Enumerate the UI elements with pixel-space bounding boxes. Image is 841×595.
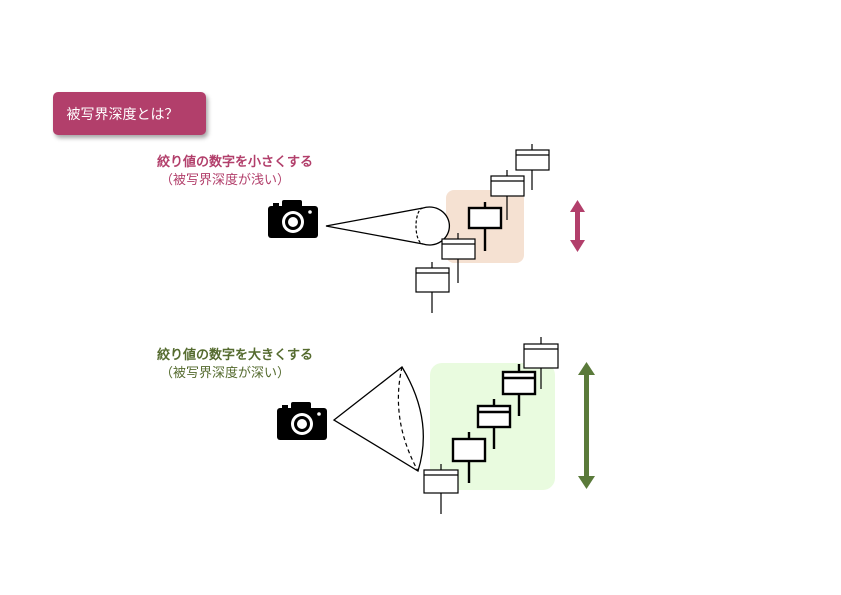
- deep-cone: [332, 366, 424, 472]
- shallow-sign-near: [415, 262, 450, 313]
- deep-sign-focus-1: [501, 364, 537, 416]
- shallow-sign-mid-far: [490, 170, 525, 220]
- shallow-heading: 絞り値の数字を小さくする: [157, 155, 314, 170]
- deep-sign-far: [523, 337, 559, 389]
- deep-sign-focus-3: [451, 432, 487, 483]
- shallow-camera-icon: [268, 200, 318, 238]
- shallow-sign-far: [515, 144, 550, 190]
- title-badge: 被写界深度とは？: [53, 92, 206, 135]
- deep-sign-near: [423, 464, 459, 514]
- deep-note: （被写界深度が深い）: [160, 366, 291, 381]
- title-text: 被写界深度とは？: [66, 106, 179, 123]
- deep-heading: 絞り値の数字を大きくする: [157, 348, 314, 363]
- shallow-sign-focus: [467, 202, 503, 251]
- shallow-note: （被写界深度が浅い）: [160, 173, 291, 188]
- shallow-depth-arrow: [570, 200, 585, 252]
- deep-sign-focus-2: [476, 399, 512, 449]
- deep-camera-icon: [277, 402, 327, 440]
- shallow-cone: [325, 206, 450, 246]
- deep-depth-arrow: [578, 362, 595, 489]
- shallow-sign-mid-near: [441, 233, 476, 283]
